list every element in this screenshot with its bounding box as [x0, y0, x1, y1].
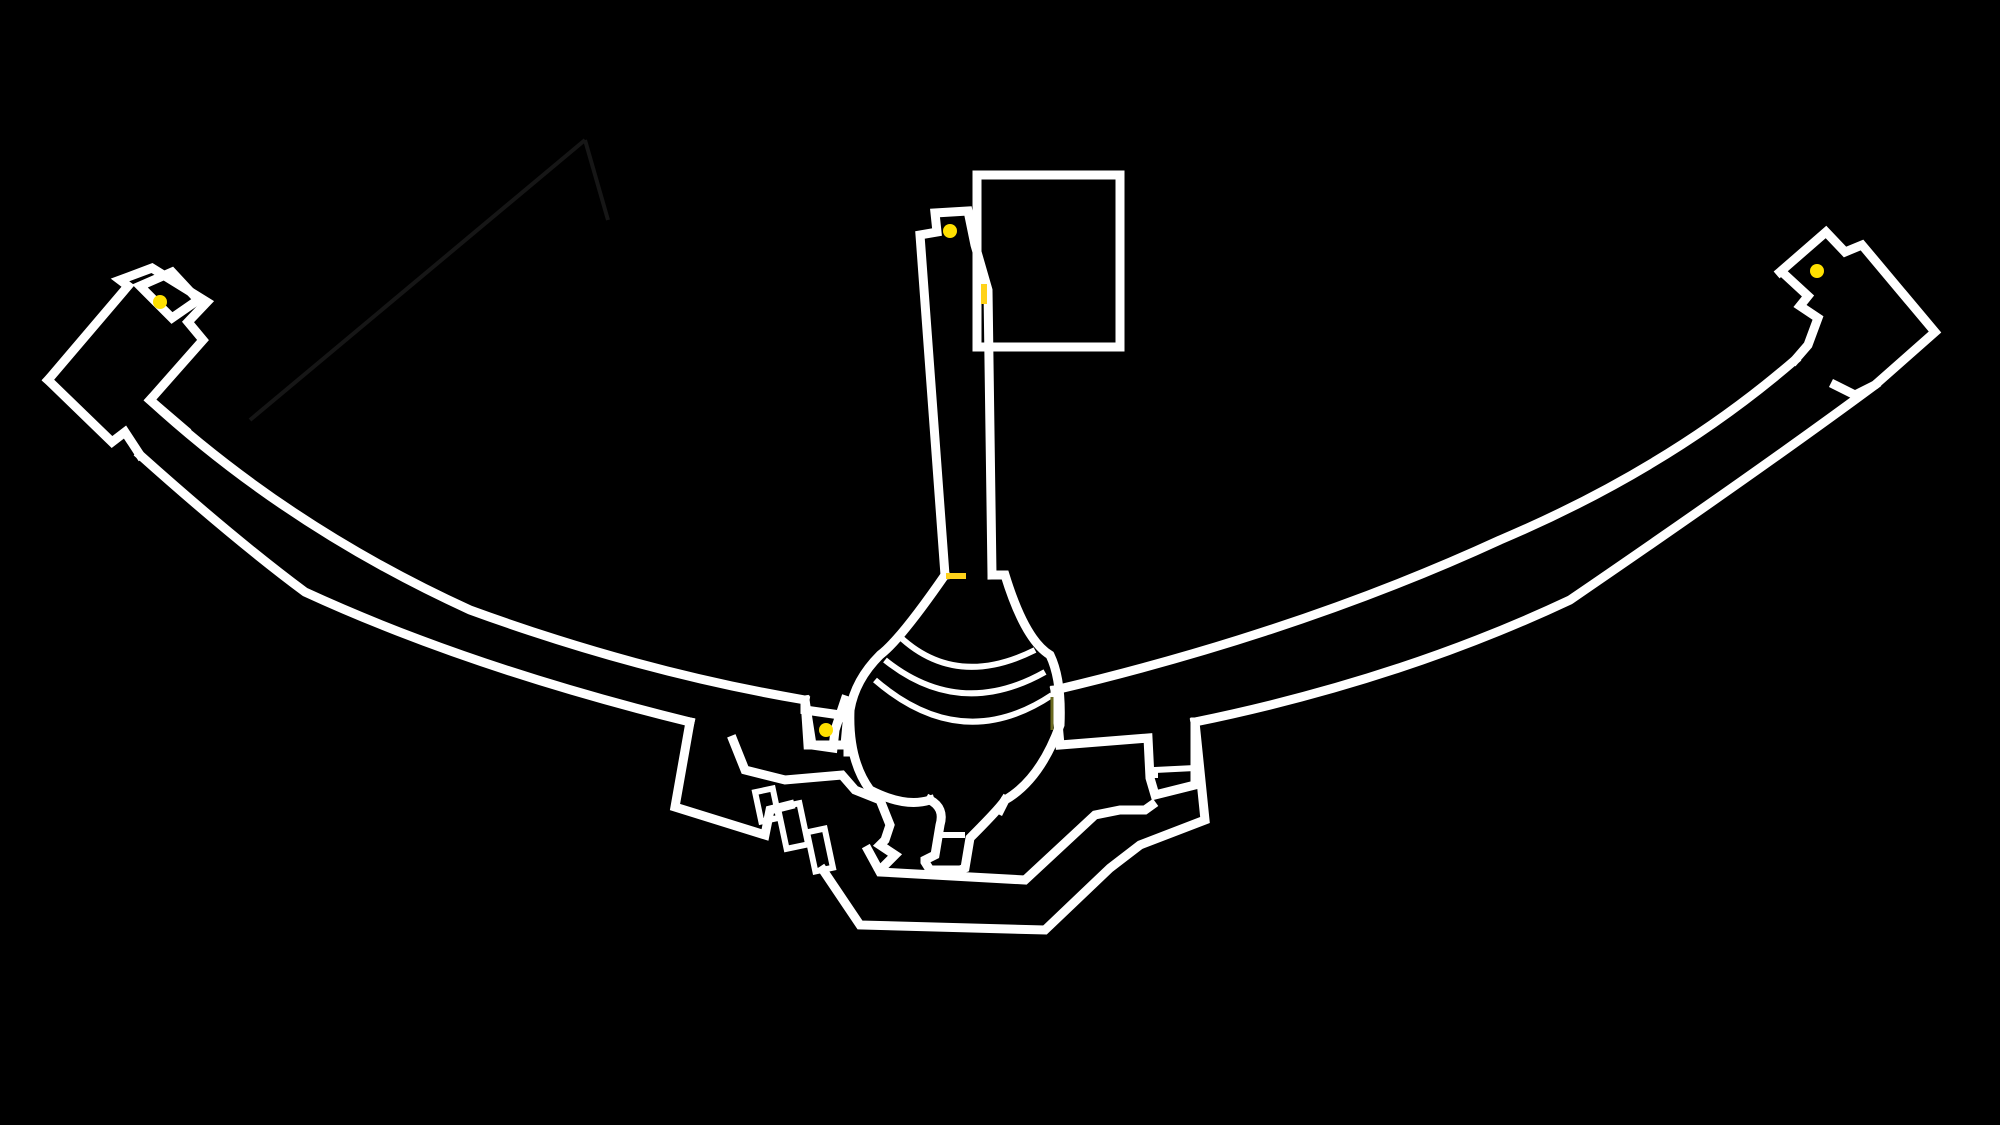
lower-right-divider: [1152, 765, 1196, 778]
lower-left-hall: [727, 734, 903, 877]
lobby-hall-right: [987, 570, 1065, 817]
location-marker-right-wing[interactable]: [1810, 264, 1824, 278]
stall-3: [803, 825, 837, 875]
lower-corridor-outer: [816, 717, 1210, 935]
lower-right-room: [1050, 685, 1200, 801]
stall-2: [774, 799, 812, 853]
markers: [153, 224, 1824, 737]
lobby-arch-3: [873, 677, 1054, 725]
right-corridor-upper-wall: [1049, 353, 1802, 696]
lobby-arch-1: [895, 632, 1037, 670]
lower-corridor-inner: [861, 798, 1159, 885]
location-marker-tower[interactable]: [943, 224, 957, 238]
tower-shaft: [915, 206, 997, 580]
left-corridor-lower-wall: [133, 448, 696, 728]
right-alcove: [1775, 265, 1824, 367]
ghost-lines: [248, 138, 610, 422]
lower-complex: [669, 685, 1210, 935]
lower-left-small-room: [799, 694, 851, 754]
left-end-room-back: [41, 373, 147, 462]
lobby-lower-chamber: [920, 793, 1012, 875]
left-corridor-upper-wall: [143, 393, 811, 706]
right-wing: [1049, 225, 1942, 728]
stall-1: [751, 784, 783, 826]
left-wing: [41, 263, 811, 728]
doors: [946, 284, 1054, 730]
central-tower: [845, 170, 1125, 875]
left-end-room: [41, 263, 215, 437]
location-marker-lower-left[interactable]: [819, 723, 833, 737]
lobby-arch-2: [883, 657, 1047, 697]
location-marker-left-wing[interactable]: [153, 295, 167, 309]
lower-left-connector: [800, 695, 853, 757]
annex-room: [972, 170, 1125, 352]
right-corridor-lower-wall: [1189, 378, 1882, 728]
